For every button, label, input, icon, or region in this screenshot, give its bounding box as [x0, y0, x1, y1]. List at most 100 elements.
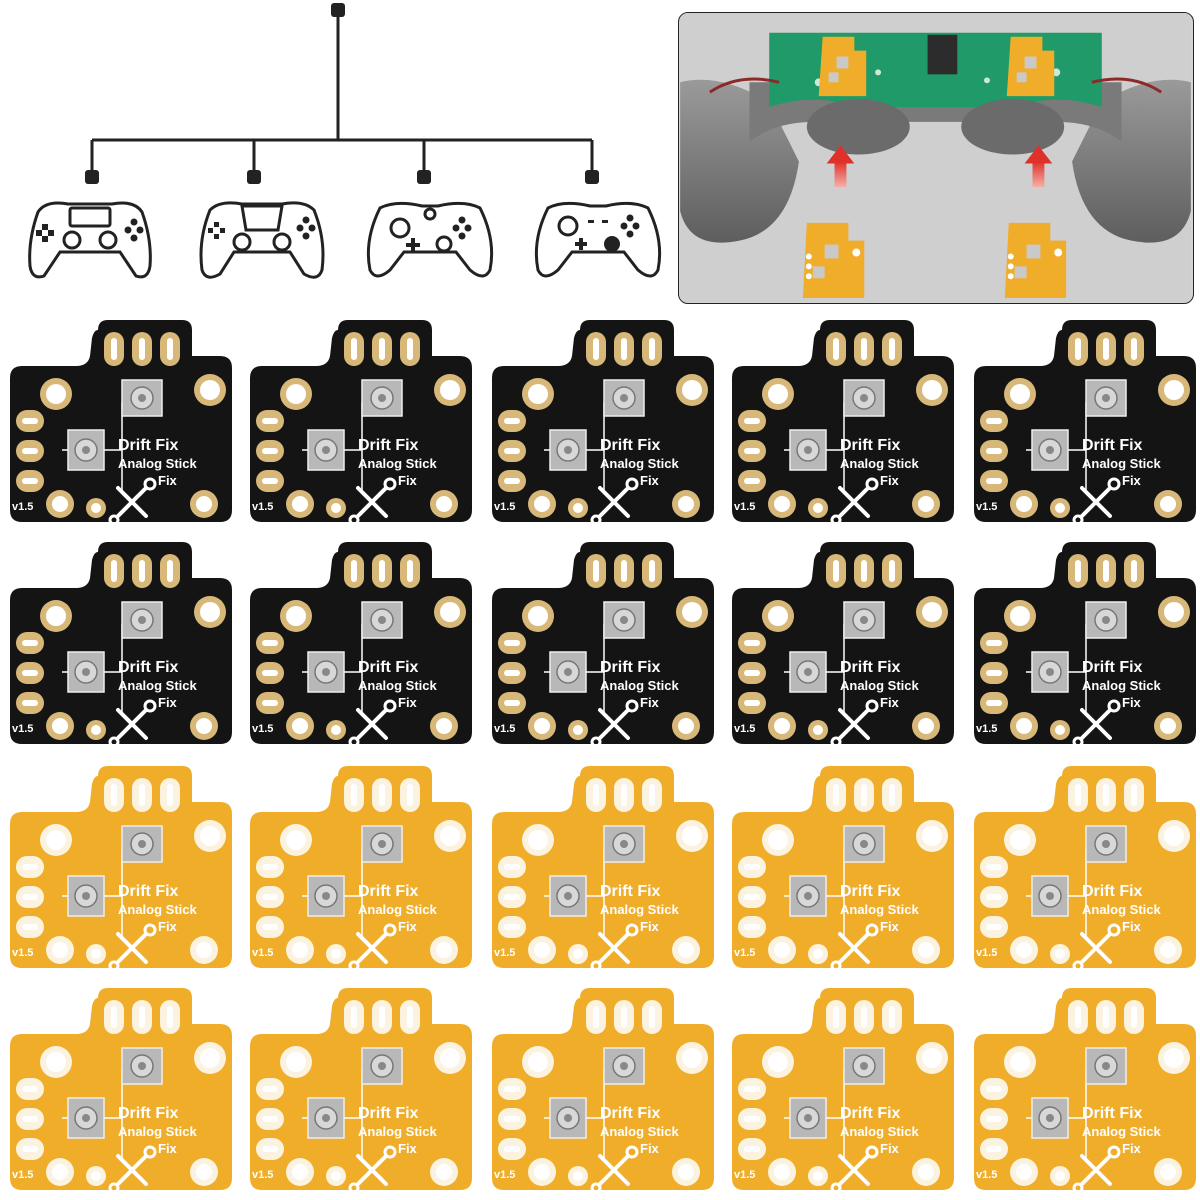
board-version: v1.5	[494, 723, 515, 735]
hole-centers	[504, 560, 702, 735]
tools-icon	[1072, 699, 1121, 748]
tools-icon	[830, 1145, 879, 1194]
potentiometer	[307, 1097, 345, 1139]
potentiometer	[1031, 429, 1069, 471]
board-graphic: Drift Fix Analog Stick Fix v1.5	[492, 766, 714, 972]
potentiometer	[67, 875, 105, 917]
black-drift-fix-board: Drift Fix Analog Stick Fix v1.5	[10, 318, 240, 528]
board-version: v1.5	[252, 947, 273, 959]
mount-holes	[1004, 374, 1190, 518]
potentiometer	[307, 875, 345, 917]
board-version: v1.5	[976, 501, 997, 513]
potentiometer	[603, 379, 645, 417]
hole-centers	[986, 338, 1184, 513]
board-version: v1.5	[976, 1169, 997, 1181]
potentiometer	[603, 825, 645, 863]
yellow-drift-fix-board: Drift Fix Analog Stick Fix v1.5	[492, 764, 722, 974]
yellow-drift-fix-board: Drift Fix Analog Stick Fix v1.5	[732, 764, 962, 974]
board-title: Drift Fix	[600, 883, 661, 900]
board-subtitle: Analog Stick	[1082, 1124, 1162, 1139]
yellow-drift-fix-board: Drift Fix Analog Stick Fix v1.5	[250, 764, 480, 974]
board-graphic: Drift Fix Analog Stick Fix v1.5	[250, 542, 472, 748]
potentiometer	[1085, 379, 1127, 417]
hole-centers	[504, 1006, 702, 1181]
board-subtitle-fix: Fix	[1122, 473, 1142, 488]
board-graphic: Drift Fix Analog Stick Fix v1.5	[10, 542, 232, 748]
board-subtitle-fix: Fix	[398, 1141, 418, 1156]
board-graphic: Drift Fix Analog Stick Fix v1.5	[974, 766, 1196, 972]
hole-centers	[262, 338, 460, 513]
board-subtitle-fix: Fix	[880, 919, 900, 934]
potentiometer	[549, 429, 587, 471]
loose-board-right	[1004, 222, 1067, 299]
board-version: v1.5	[494, 947, 515, 959]
board-graphic: Drift Fix Analog Stick Fix v1.5	[974, 988, 1196, 1194]
potentiometer	[361, 825, 403, 863]
board-version: v1.5	[12, 501, 33, 513]
board-title: Drift Fix	[1082, 659, 1143, 676]
board-title: Drift Fix	[840, 659, 901, 676]
controller-internal-illustration	[680, 13, 1191, 302]
solder-pads-left	[256, 856, 284, 938]
potentiometer	[789, 875, 827, 917]
tools-icon	[590, 923, 639, 972]
board-graphic: Drift Fix Analog Stick Fix v1.5	[10, 320, 232, 526]
board-subtitle: Analog Stick	[600, 1124, 680, 1139]
potentiometer	[549, 651, 587, 693]
board-subtitle-fix: Fix	[1122, 695, 1142, 710]
black-drift-fix-board: Drift Fix Analog Stick Fix v1.5	[492, 318, 722, 528]
board-graphic: Drift Fix Analog Stick Fix v1.5	[732, 542, 954, 748]
black-drift-fix-board: Drift Fix Analog Stick Fix v1.5	[250, 540, 480, 750]
board-graphic: Drift Fix Analog Stick Fix v1.5	[732, 766, 954, 972]
board-subtitle-fix: Fix	[158, 473, 178, 488]
board-title: Drift Fix	[118, 883, 179, 900]
potentiometer	[1031, 651, 1069, 693]
board-subtitle-fix: Fix	[158, 695, 178, 710]
potentiometer	[843, 601, 885, 639]
board-graphic: Drift Fix Analog Stick Fix v1.5	[732, 320, 954, 526]
hole-centers	[22, 1006, 220, 1181]
tools-icon	[348, 923, 397, 972]
board-version: v1.5	[734, 723, 755, 735]
tools-icon	[590, 1145, 639, 1194]
tools-icon	[108, 699, 157, 748]
potentiometer	[121, 379, 163, 417]
potentiometer	[843, 825, 885, 863]
board-title: Drift Fix	[358, 437, 419, 454]
board-title: Drift Fix	[1082, 1105, 1143, 1122]
potentiometer	[361, 601, 403, 639]
yellow-drift-fix-board: Drift Fix Analog Stick Fix v1.5	[250, 986, 480, 1196]
board-subtitle: Analog Stick	[1082, 902, 1162, 917]
board-title: Drift Fix	[118, 437, 179, 454]
tools-icon	[590, 699, 639, 748]
board-version: v1.5	[12, 947, 33, 959]
board-subtitle: Analog Stick	[840, 902, 920, 917]
board-subtitle: Analog Stick	[358, 456, 438, 471]
yellow-drift-fix-board: Drift Fix Analog Stick Fix v1.5	[974, 986, 1200, 1196]
yellow-drift-fix-board: Drift Fix Analog Stick Fix v1.5	[10, 986, 240, 1196]
potentiometer	[1085, 1047, 1127, 1085]
black-drift-fix-board: Drift Fix Analog Stick Fix v1.5	[974, 318, 1200, 528]
tools-icon	[1072, 477, 1121, 526]
board-subtitle: Analog Stick	[1082, 678, 1162, 693]
tools-icon	[1072, 923, 1121, 972]
board-version: v1.5	[976, 723, 997, 735]
board-version: v1.5	[12, 1169, 33, 1181]
board-graphic: Drift Fix Analog Stick Fix v1.5	[974, 320, 1196, 526]
board-subtitle: Analog Stick	[118, 678, 198, 693]
board-subtitle: Analog Stick	[600, 456, 680, 471]
ps4-controller-icon	[28, 201, 152, 279]
board-version: v1.5	[494, 501, 515, 513]
black-drift-fix-board: Drift Fix Analog Stick Fix v1.5	[492, 540, 722, 750]
board-graphic: Drift Fix Analog Stick Fix v1.5	[974, 542, 1196, 748]
board-subtitle: Analog Stick	[358, 678, 438, 693]
board-title: Drift Fix	[1082, 437, 1143, 454]
hole-centers	[22, 560, 220, 735]
black-drift-fix-board: Drift Fix Analog Stick Fix v1.5	[974, 540, 1200, 750]
board-subtitle: Analog Stick	[358, 1124, 438, 1139]
potentiometer	[361, 1047, 403, 1085]
black-drift-fix-board: Drift Fix Analog Stick Fix v1.5	[732, 540, 962, 750]
yellow-drift-fix-board: Drift Fix Analog Stick Fix v1.5	[974, 764, 1200, 974]
yellow-drift-fix-board: Drift Fix Analog Stick Fix v1.5	[492, 986, 722, 1196]
board-subtitle: Analog Stick	[1082, 456, 1162, 471]
